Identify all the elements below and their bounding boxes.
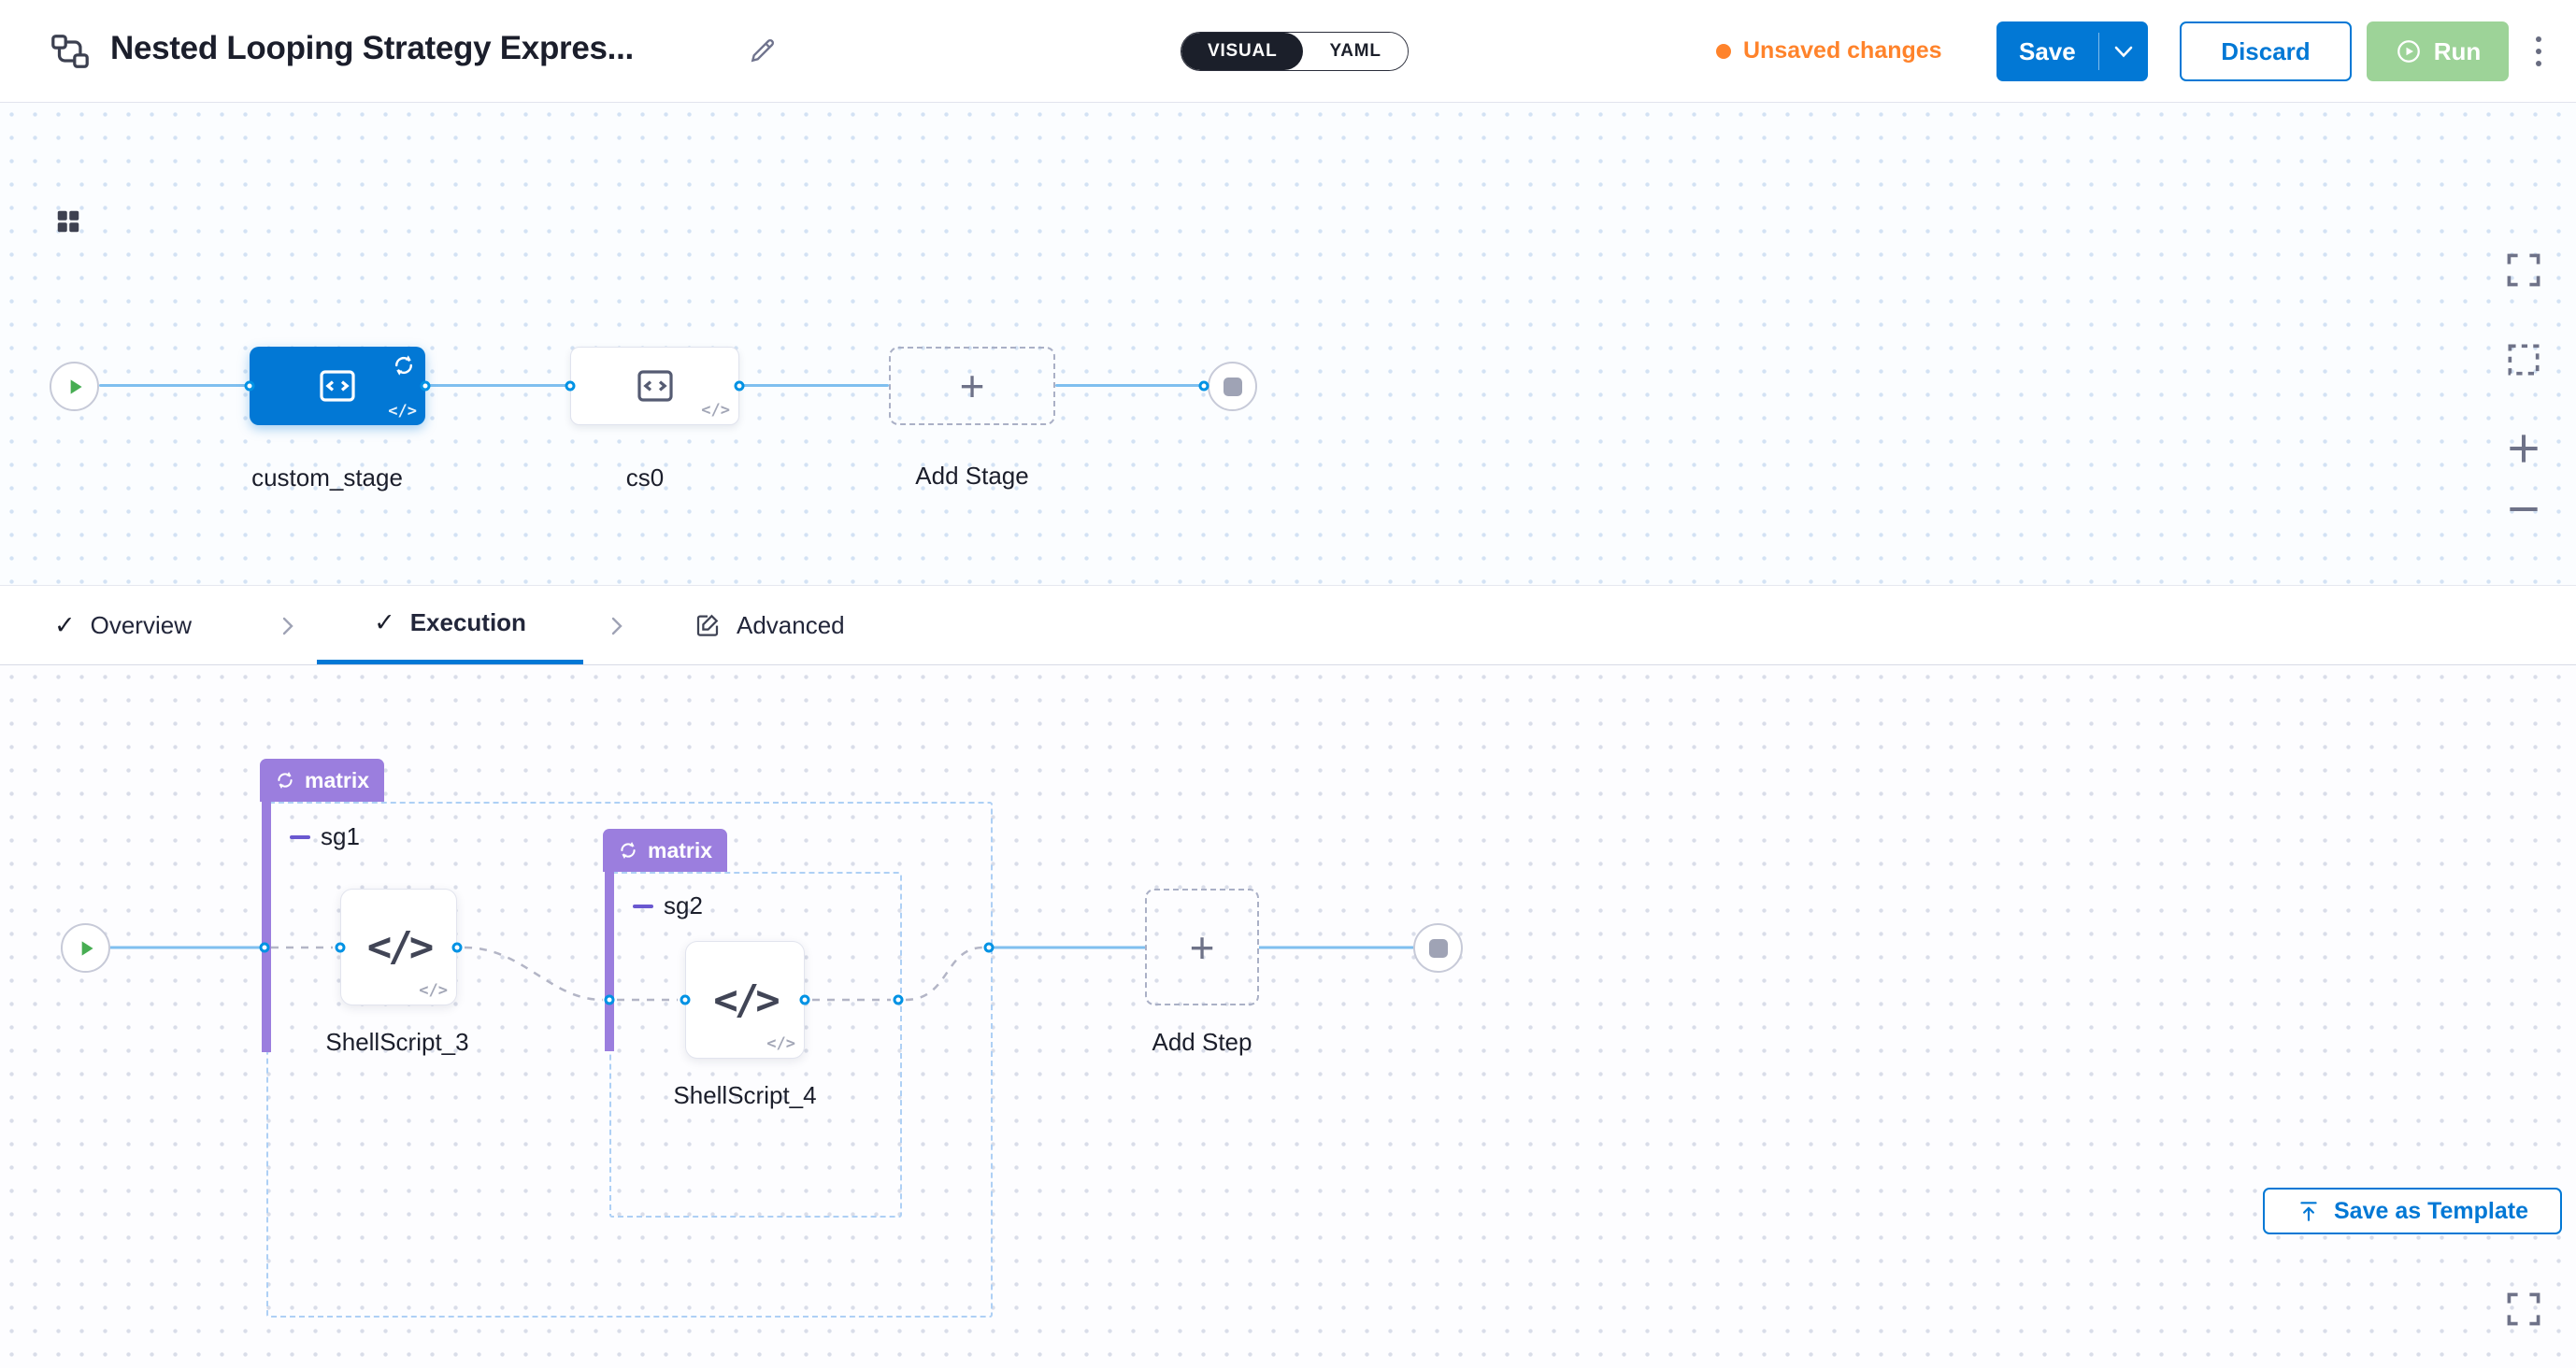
zoom-in-icon[interactable]	[2503, 428, 2544, 469]
connector-dot	[451, 942, 463, 953]
step-group-header-sg2: sg2	[633, 891, 703, 920]
step-group-sg1[interactable]	[266, 802, 993, 1318]
edit-title-icon[interactable]	[748, 36, 778, 65]
fullscreen-icon[interactable]	[2503, 249, 2544, 291]
connector-dot	[604, 994, 615, 1005]
connector-dot	[335, 942, 346, 953]
step-node-shellscript-4[interactable]: </> </>	[685, 941, 805, 1059]
discard-button[interactable]: Discard	[2180, 21, 2352, 81]
connector-dot	[259, 942, 270, 953]
connector-line	[425, 384, 570, 387]
advanced-icon	[694, 611, 722, 639]
connector-dot	[983, 942, 995, 953]
execution-end-node	[1413, 923, 1463, 973]
connector-dot	[565, 380, 576, 392]
matrix-strategy-badge[interactable]: matrix	[260, 759, 385, 802]
unsaved-dot-icon	[1716, 43, 1731, 59]
code-badge: </>	[419, 981, 448, 1000]
connector-dot	[1198, 380, 1209, 392]
save-button-label[interactable]: Save	[2019, 36, 2076, 65]
connector-dot	[420, 380, 431, 392]
step-node-shellscript-3[interactable]: </> </>	[340, 889, 457, 1005]
connector-line	[99, 384, 250, 387]
shell-script-icon: </>	[713, 976, 780, 1024]
grid-icon[interactable]	[54, 207, 82, 235]
execution-canvas[interactable]: matrix sg1 </> </> ShellScript_3 matrix	[0, 665, 2576, 1368]
stage-canvas[interactable]: </> custom_stage </> cs0 + Add Stage	[0, 103, 2576, 585]
toggle-yaml[interactable]: YAML	[1303, 33, 1408, 70]
matrix-strategy-badge[interactable]: matrix	[603, 829, 728, 872]
unsaved-changes: Unsaved changes	[1716, 37, 1942, 64]
step-group-accent	[262, 802, 271, 1052]
connector-dot	[680, 994, 691, 1005]
page-title: Nested Looping Strategy Expres...	[110, 30, 634, 66]
upload-icon	[2297, 1199, 2321, 1223]
stop-icon	[1428, 938, 1448, 958]
pipeline-start-node	[50, 362, 99, 411]
zoom-out-icon[interactable]	[2503, 489, 2544, 530]
connector-dot	[893, 994, 904, 1005]
code-badge: </>	[388, 402, 417, 420]
stage-label: custom_stage	[251, 463, 403, 492]
connector-line	[1055, 384, 1208, 387]
save-divider	[2097, 33, 2099, 70]
stage-tab-bar: ✓ Overview ✓ Execution Advanced	[0, 585, 2576, 1234]
run-button[interactable]: Run	[2367, 21, 2509, 81]
stage-label: cs0	[625, 463, 665, 492]
check-icon: ✓	[374, 608, 395, 636]
pipeline-end-node	[1208, 362, 1257, 411]
loop-icon	[275, 770, 295, 791]
save-dropdown-caret[interactable]	[2099, 21, 2148, 81]
add-stage-button[interactable]: +	[889, 347, 1055, 425]
add-stage-label: Add Stage	[915, 462, 1029, 490]
unsaved-text: Unsaved changes	[1743, 37, 1942, 64]
stop-icon	[1223, 377, 1242, 396]
execution-start-node	[61, 923, 110, 973]
add-step-label: Add Step	[1152, 1028, 1252, 1056]
plus-icon: +	[959, 362, 985, 410]
pipeline-icon	[49, 30, 92, 73]
connector-line	[739, 384, 889, 387]
save-button[interactable]: Save	[1996, 21, 2148, 81]
tab-overview[interactable]: ✓ Overview	[54, 610, 192, 639]
loop-icon	[618, 840, 638, 861]
save-as-template-button[interactable]: Save as Template	[2263, 1188, 2562, 1234]
more-options-icon[interactable]	[2520, 30, 2557, 73]
code-badge: </>	[701, 401, 730, 420]
multi-select-icon[interactable]	[2503, 339, 2544, 380]
connector-dot	[244, 380, 255, 392]
stage-node-custom-stage[interactable]: </>	[250, 347, 425, 425]
tab-advanced[interactable]: Advanced	[694, 586, 845, 664]
fullscreen-icon[interactable]	[2503, 1289, 2544, 1330]
tab-execution[interactable]: ✓ Execution	[317, 586, 583, 664]
collapse-icon[interactable]	[290, 834, 310, 839]
chevron-right-icon	[277, 615, 299, 637]
step-group-accent	[605, 872, 614, 1051]
toggle-visual[interactable]: VISUAL	[1181, 33, 1304, 70]
connector-layer	[110, 946, 1413, 1002]
step-label: ShellScript_4	[673, 1081, 817, 1109]
add-step-button[interactable]: +	[1145, 889, 1259, 1005]
step-label: ShellScript_3	[325, 1028, 469, 1056]
run-button-label: Run	[2433, 36, 2482, 65]
check-icon: ✓	[54, 610, 76, 639]
visual-yaml-toggle: VISUAL YAML	[1181, 32, 1409, 71]
plus-icon: +	[1189, 922, 1215, 972]
stage-node-cs0[interactable]: </>	[570, 347, 739, 425]
connector-dot	[799, 994, 810, 1005]
step-group-header-sg1: sg1	[290, 822, 360, 851]
shell-script-icon: </>	[366, 923, 435, 971]
chevron-right-icon	[606, 615, 628, 637]
collapse-icon[interactable]	[633, 904, 653, 908]
looping-strategy-icon	[392, 353, 416, 378]
header-bar: Nested Looping Strategy Expres... VISUAL…	[0, 0, 2576, 103]
code-badge: </>	[766, 1034, 795, 1053]
connector-dot	[734, 380, 745, 392]
run-play-icon	[2395, 37, 2423, 65]
